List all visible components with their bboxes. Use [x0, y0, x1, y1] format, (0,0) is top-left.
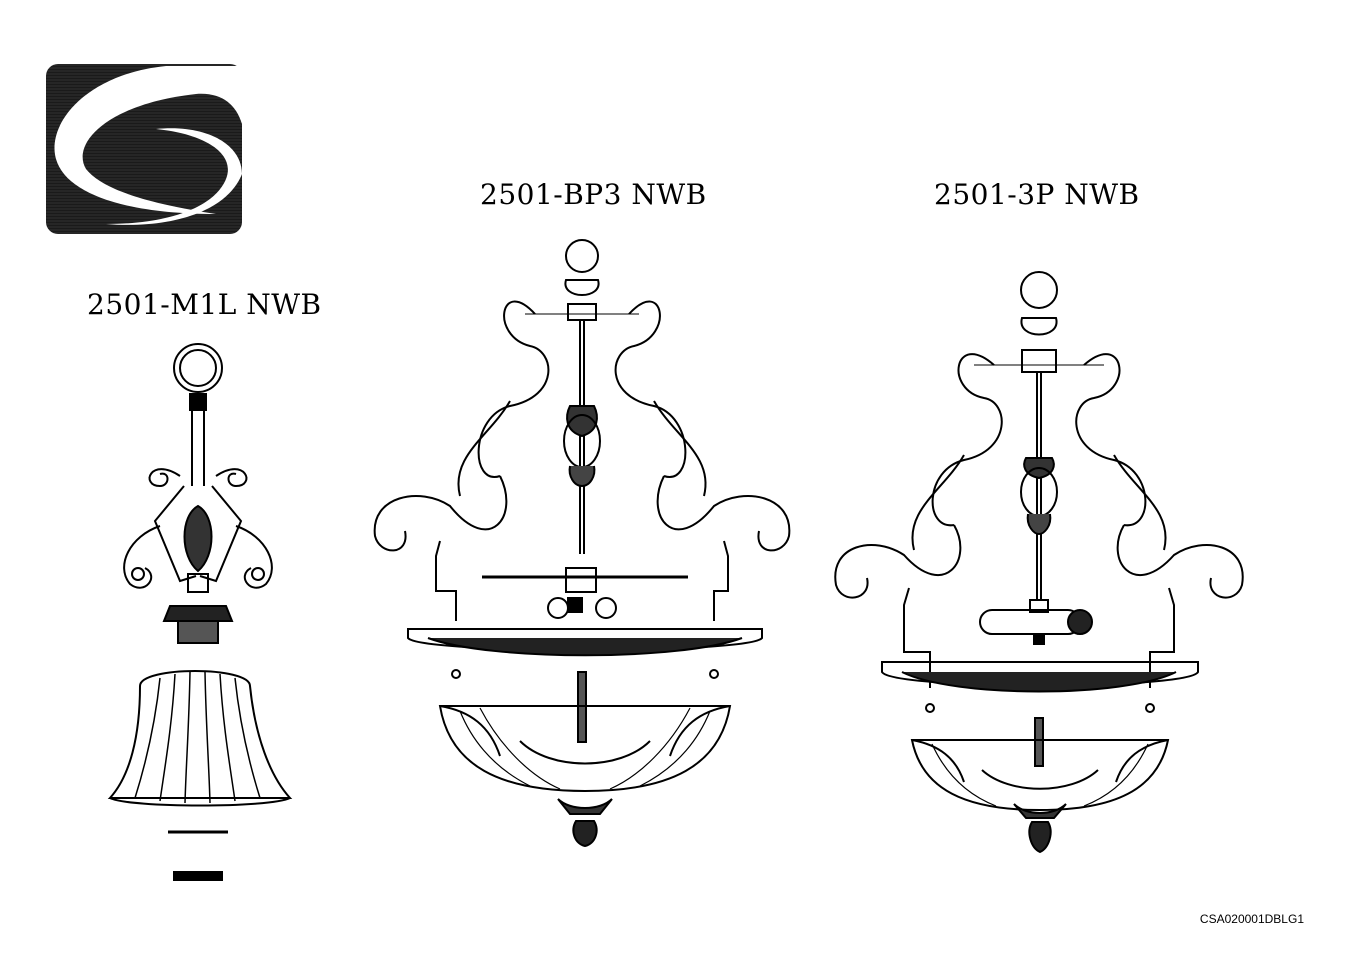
model-label-m1l: 2501-M1L NWB — [87, 288, 322, 321]
bp3-fixture-drawing — [370, 236, 800, 850]
m1l-fixture-drawing — [100, 336, 300, 886]
model-label-3p: 2501-3P NWB — [934, 178, 1140, 211]
3p-fixture-drawing — [834, 270, 1248, 860]
document-code: CSA020001DBLG1 — [1200, 912, 1304, 926]
swirl-s-logo-icon — [46, 64, 242, 234]
model-label-bp3: 2501-BP3 NWB — [480, 178, 707, 211]
